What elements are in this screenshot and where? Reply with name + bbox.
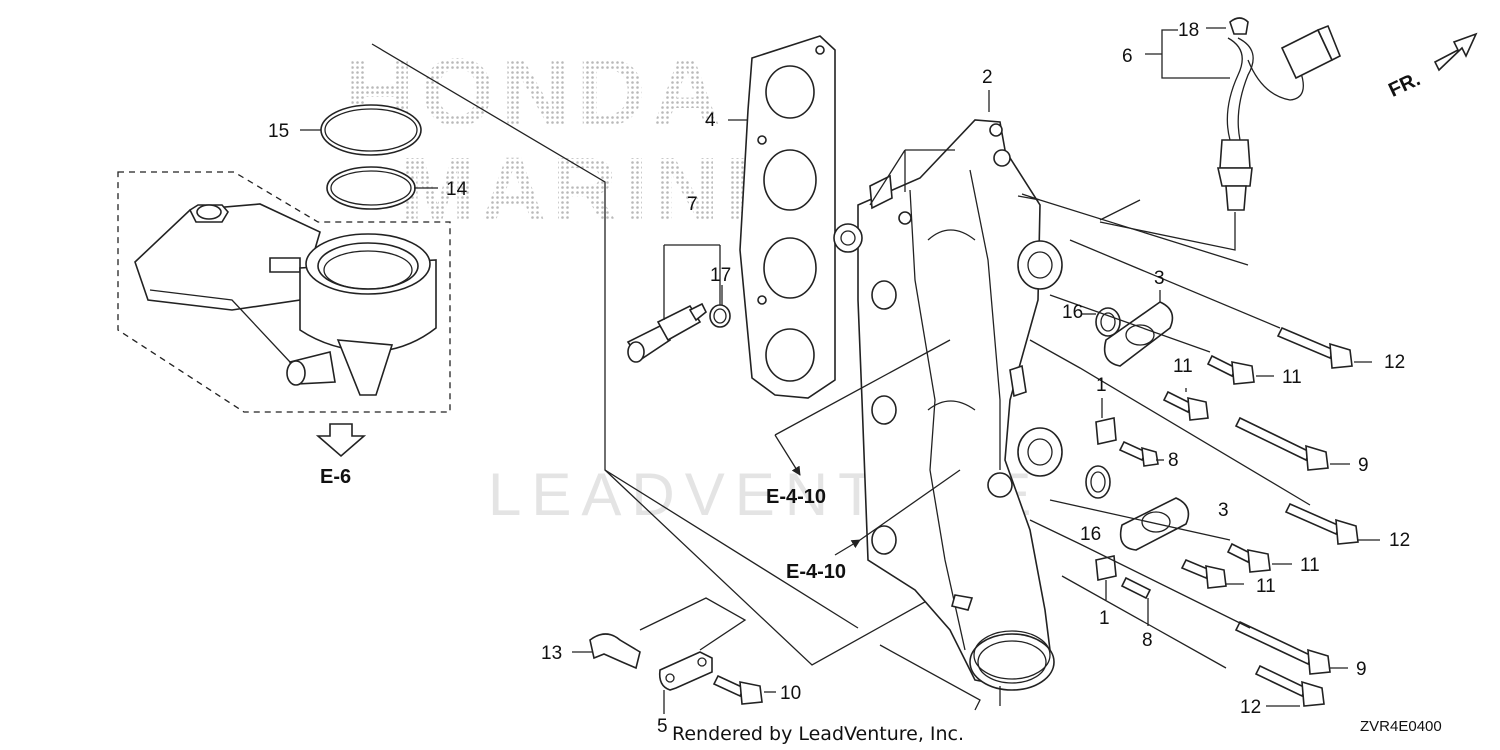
front-marker-label: FR.: [1385, 68, 1423, 102]
joint-gasket-upper: [1095, 307, 1121, 337]
callout-9-lower: 9: [1356, 659, 1367, 680]
bolt-8-lower: [1120, 576, 1152, 600]
water-joint-plate-lower: [1119, 497, 1190, 551]
sensor-wire-clip: [1229, 17, 1249, 35]
joint-gasket-lower: [1085, 465, 1111, 499]
bolt-11-upper-a: [1206, 354, 1255, 385]
front-direction-marker: FR.: [1385, 32, 1478, 102]
callout-10: 10: [780, 683, 801, 704]
exhaust-gasket: [739, 35, 836, 399]
bolt-11-lower-a: [1226, 542, 1271, 573]
callout-8-lower: 8: [1142, 630, 1153, 651]
callout-9-upper: 9: [1358, 455, 1369, 476]
bolt-9-upper: [1234, 416, 1329, 471]
sensor-o-ring: [709, 304, 731, 328]
callout-11-lower-a: 11: [1300, 555, 1320, 576]
ref-e6[interactable]: E-6: [320, 466, 351, 488]
exhaust-manifold: [833, 119, 1063, 691]
watermark-brand-line2: MARINE: [400, 140, 791, 240]
bolt-9-lower: [1234, 620, 1331, 675]
callout-16-lower: 16: [1080, 524, 1101, 545]
callout-11-upper-a: 11: [1282, 367, 1302, 388]
collar-upper: [1095, 417, 1117, 445]
oxygen-sensor: [1217, 24, 1342, 211]
bolt-12-upper: [1276, 326, 1353, 369]
assembly-dashed-outline: [117, 171, 451, 413]
bolt-12-middle: [1284, 502, 1359, 545]
callout-14: 14: [446, 179, 468, 200]
callout-12-middle: 12: [1389, 530, 1410, 551]
callout-12-lower: 12: [1240, 697, 1261, 718]
callout-3-upper: 3: [1154, 268, 1165, 289]
bolt-8-upper: [1118, 440, 1159, 467]
diagram-code: ZVR4E0400: [1360, 718, 1442, 735]
rendered-by-credit: Rendered by LeadVenture, Inc.: [672, 723, 964, 745]
bolt-11-lower-b: [1180, 558, 1227, 589]
callout-1-upper: 1: [1096, 375, 1107, 396]
bolt-11-upper-b: [1162, 390, 1209, 421]
hose-clamp: [589, 633, 641, 670]
callout-15: 15: [268, 121, 289, 142]
callout-11-upper-b: 11: [1173, 356, 1193, 377]
callout-3-lower: 3: [1218, 500, 1229, 521]
e6-down-arrow: [315, 423, 367, 458]
callout-18: 18: [1178, 20, 1199, 41]
water-joint-plate-upper: [1103, 301, 1174, 367]
callout-2: 2: [982, 67, 993, 88]
temperature-sensor: [626, 302, 708, 363]
o-ring-small: [326, 166, 416, 210]
callout-8-upper: 8: [1168, 450, 1179, 471]
callout-17: 17: [710, 265, 731, 286]
callout-1-lower: 1: [1099, 608, 1110, 629]
callout-6: 6: [1122, 46, 1133, 67]
callout-7: 7: [687, 194, 698, 215]
callout-12-upper: 12: [1384, 352, 1405, 373]
water-cover-assembly: [117, 171, 451, 413]
callout-4: 4: [705, 110, 716, 131]
callout-16-upper: 16: [1062, 302, 1083, 323]
callout-5: 5: [657, 716, 668, 737]
ref-e4-10-lower[interactable]: E-4-10: [786, 561, 846, 583]
sensor-stay: [658, 651, 713, 691]
callout-11-lower-b: 11: [1256, 576, 1276, 597]
bolt-12-lower: [1254, 664, 1325, 707]
bolt-10: [712, 674, 763, 705]
ref-e4-10-upper[interactable]: E-4-10: [766, 486, 826, 508]
o-ring-large: [320, 104, 422, 156]
callout-13: 13: [541, 643, 562, 664]
